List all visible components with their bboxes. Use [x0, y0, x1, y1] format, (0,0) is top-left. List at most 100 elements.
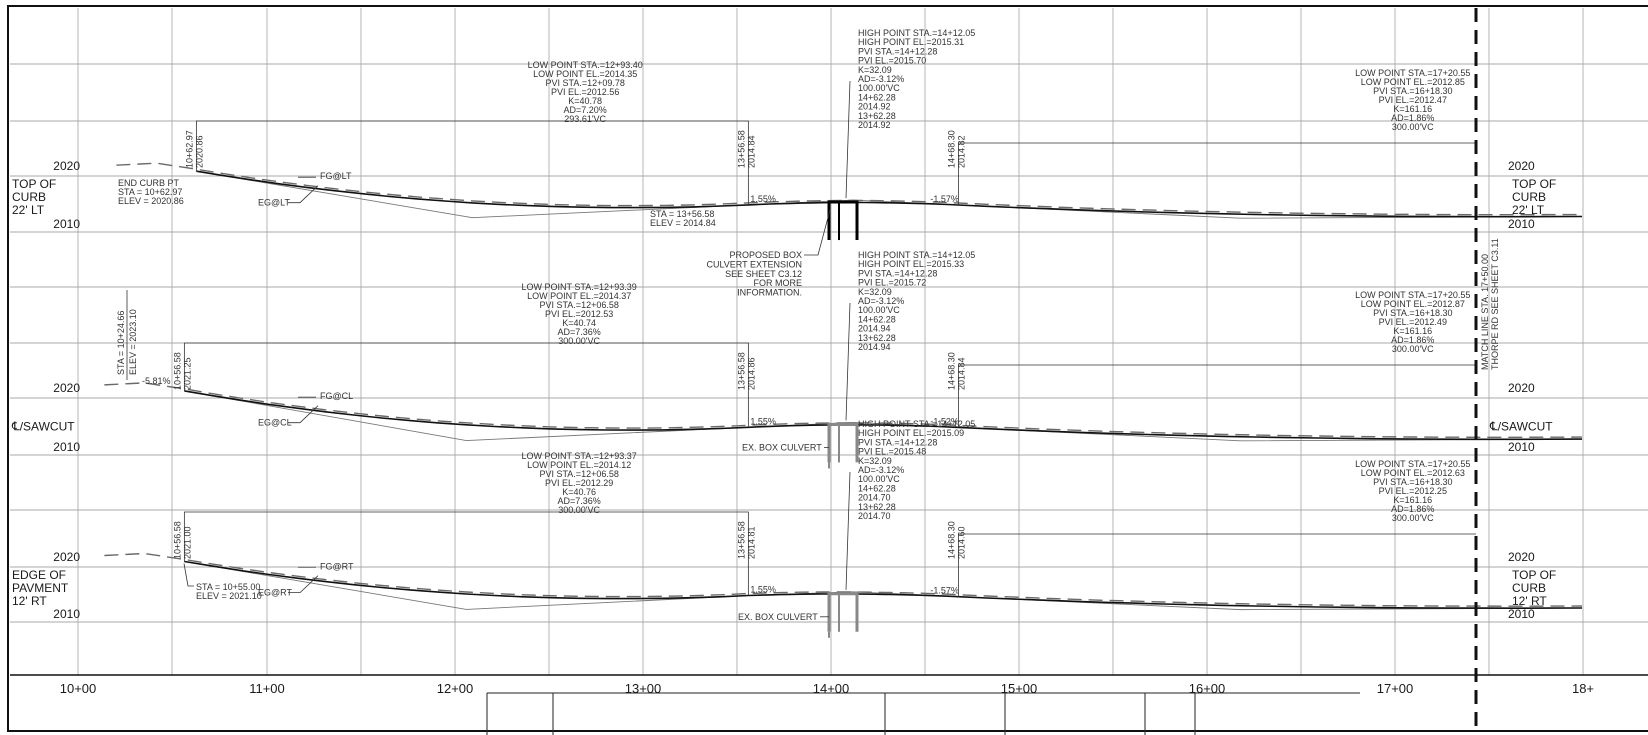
vertical-curve-data: AD=1.86%: [1391, 504, 1434, 514]
vertical-curve-data: 2014.70: [858, 493, 891, 503]
box-culvert: [827, 200, 859, 241]
vertical-curve-data: AD=7.36%: [558, 327, 601, 337]
vertical-curve-data: LOW POINT STA.=17+20.55: [1355, 290, 1470, 300]
station-callout: ELEV = 2020.86: [118, 196, 184, 206]
elev-label-2010: 2010: [53, 217, 80, 231]
vertical-curve-data: LOW POINT STA.=17+20.55: [1355, 459, 1470, 469]
profile-label-right: 22' LT: [1512, 203, 1545, 217]
elev-label-2010-right: 2010: [1508, 607, 1535, 621]
elev-label-2010-right: 2010: [1508, 217, 1535, 231]
elev-label-2020: 2020: [53, 381, 80, 395]
leader-line: [845, 471, 851, 590]
vertical-curve-data: LOW POINT EL.=2012.85: [1361, 77, 1465, 87]
grade-label: -1.57%: [930, 194, 959, 204]
profile-band: 20202010℄/SAWCUT20202010℄/SAWCUT10+56.58…: [11, 250, 1583, 469]
profile-label-left: ℄/SAWCUT: [11, 420, 75, 434]
vertical-curve-data: PVI EL.=2015.70: [858, 56, 926, 66]
vertical-curve-data: PVI EL.=2012.49: [1379, 317, 1447, 327]
profile-label-right: CURB: [1512, 581, 1546, 595]
finished-grade-tag: FG@RT: [320, 561, 354, 571]
elevation-callout: 2014.86: [746, 357, 756, 390]
station-label: 18+: [1572, 681, 1594, 696]
station-label: 14+00: [813, 681, 850, 696]
vertical-curve-data: 293.61'VC: [564, 114, 606, 124]
vertical-curve-data: PVI EL.=2012.56: [551, 87, 619, 97]
vertical-curve-data: LOW POINT STA.=17+20.55: [1355, 68, 1470, 78]
profile-label-left: 22' LT: [12, 203, 45, 217]
finished-grade-line: [184, 560, 1583, 610]
grade-label: 1.55%: [750, 416, 776, 426]
station-callout: STA = 10+55.00: [196, 582, 260, 592]
existing-grade-tag: EG@CL: [258, 418, 292, 428]
elevation-callout: 2014.81: [746, 526, 756, 559]
vertical-curve-data: AD=-3.12%: [858, 465, 904, 475]
vc-extent-bracket: [183, 342, 749, 428]
vertical-curve-data: 300.00'VC: [1392, 344, 1434, 354]
vc-extent-bracket: [958, 533, 1476, 597]
station-callout: 10+62.97: [184, 130, 194, 168]
vertical-curve-data: LOW POINT EL.=2014.35: [533, 69, 637, 79]
station-callout: STA = 10+24.66: [116, 311, 126, 375]
station-label: 16+00: [1189, 681, 1226, 696]
elev-label-2020: 2020: [53, 550, 80, 564]
station-callout: 14+68.30: [946, 130, 956, 168]
vertical-curve-data: PVI EL.=2012.53: [545, 309, 613, 319]
vertical-curve-data: 13+62.28: [858, 111, 896, 121]
elev-label-2010: 2010: [53, 607, 80, 621]
station-callout: 14+68.30: [946, 352, 956, 390]
vertical-curve-data: AD=-3.12%: [858, 74, 904, 84]
profile-label-right: 12' RT: [1512, 594, 1547, 608]
station-callout: 13+56.58: [736, 130, 746, 168]
grade-label: 1.55%: [750, 585, 776, 595]
vertical-curve-data: LOW POINT STA.=12+93.37: [522, 451, 637, 461]
station-callout: ELEV = 2014.84: [650, 218, 716, 228]
existing-grade-tag: EG@RT: [258, 588, 292, 598]
profile-label-left: CURB: [12, 190, 46, 204]
station-callout: 14+68.30: [946, 521, 956, 559]
vertical-curve-data: PVI STA.=12+06.58: [539, 300, 618, 310]
elevation-callout: ELEV = 2023.10: [128, 309, 138, 375]
elev-label-2010: 2010: [53, 440, 80, 454]
station-callout: ELEV = 2021.10: [196, 591, 262, 601]
vertical-curve-data: HIGH POINT EL.=2015.09: [858, 428, 964, 438]
vertical-curve-data: 14+62.28: [858, 483, 896, 493]
elev-label-2020-right: 2020: [1508, 381, 1535, 395]
vertical-curve-data: K=161.16: [1393, 326, 1432, 336]
elevation-callout: 2014.84: [956, 357, 966, 390]
leader-line: [288, 575, 319, 594]
vertical-curve-data: 300.00'VC: [558, 505, 600, 515]
station-callout: 13+56.58: [736, 521, 746, 559]
grade-label: -1.57%: [930, 586, 959, 596]
station-callout: 10+56.58: [172, 352, 182, 390]
vertical-curve-data: K=40.76: [562, 487, 596, 497]
station-callout: STA = 10+62.97: [118, 187, 182, 197]
elevation-callout: 2021.00: [182, 526, 192, 559]
vc-extent-bracket: [958, 142, 1476, 206]
profile-label-right: TOP OF: [1512, 568, 1556, 582]
vertical-curve-data: HIGH POINT STA.=14+12.05: [858, 250, 975, 260]
vertical-curve-data: PVI STA.=14+12.28: [858, 437, 937, 447]
vertical-curve-data: 2014.92: [858, 102, 891, 112]
vertical-curve-data: 2014.70: [858, 511, 891, 521]
leader-line: [845, 80, 851, 199]
grid: [7, 5, 1648, 732]
vertical-curve-data: 300.00'VC: [558, 336, 600, 346]
vertical-curve-data: LOW POINT EL.=2014.37: [527, 291, 631, 301]
vertical-curve-data: K=40.78: [568, 96, 602, 106]
vertical-curve-data: PVI STA.=16+18.30: [1373, 86, 1452, 96]
proposed-culvert-note: INFORMATION.: [737, 288, 802, 298]
vertical-curve-data: K=40.74: [562, 318, 596, 328]
station-label: 15+00: [1001, 681, 1038, 696]
vertical-curve-data: LOW POINT STA.=12+93.40: [528, 60, 643, 70]
box-culvert: [827, 592, 859, 632]
leader-line: [183, 563, 194, 587]
tangent-line: [184, 561, 749, 610]
leader-line: [288, 185, 319, 204]
existing-grade-tag: EG@LT: [258, 198, 290, 208]
vertical-curve-data: PVI STA.=16+18.30: [1373, 308, 1452, 318]
station-label: 17+00: [1377, 681, 1414, 696]
proposed-culvert-note: PROPOSED BOX: [729, 250, 802, 260]
